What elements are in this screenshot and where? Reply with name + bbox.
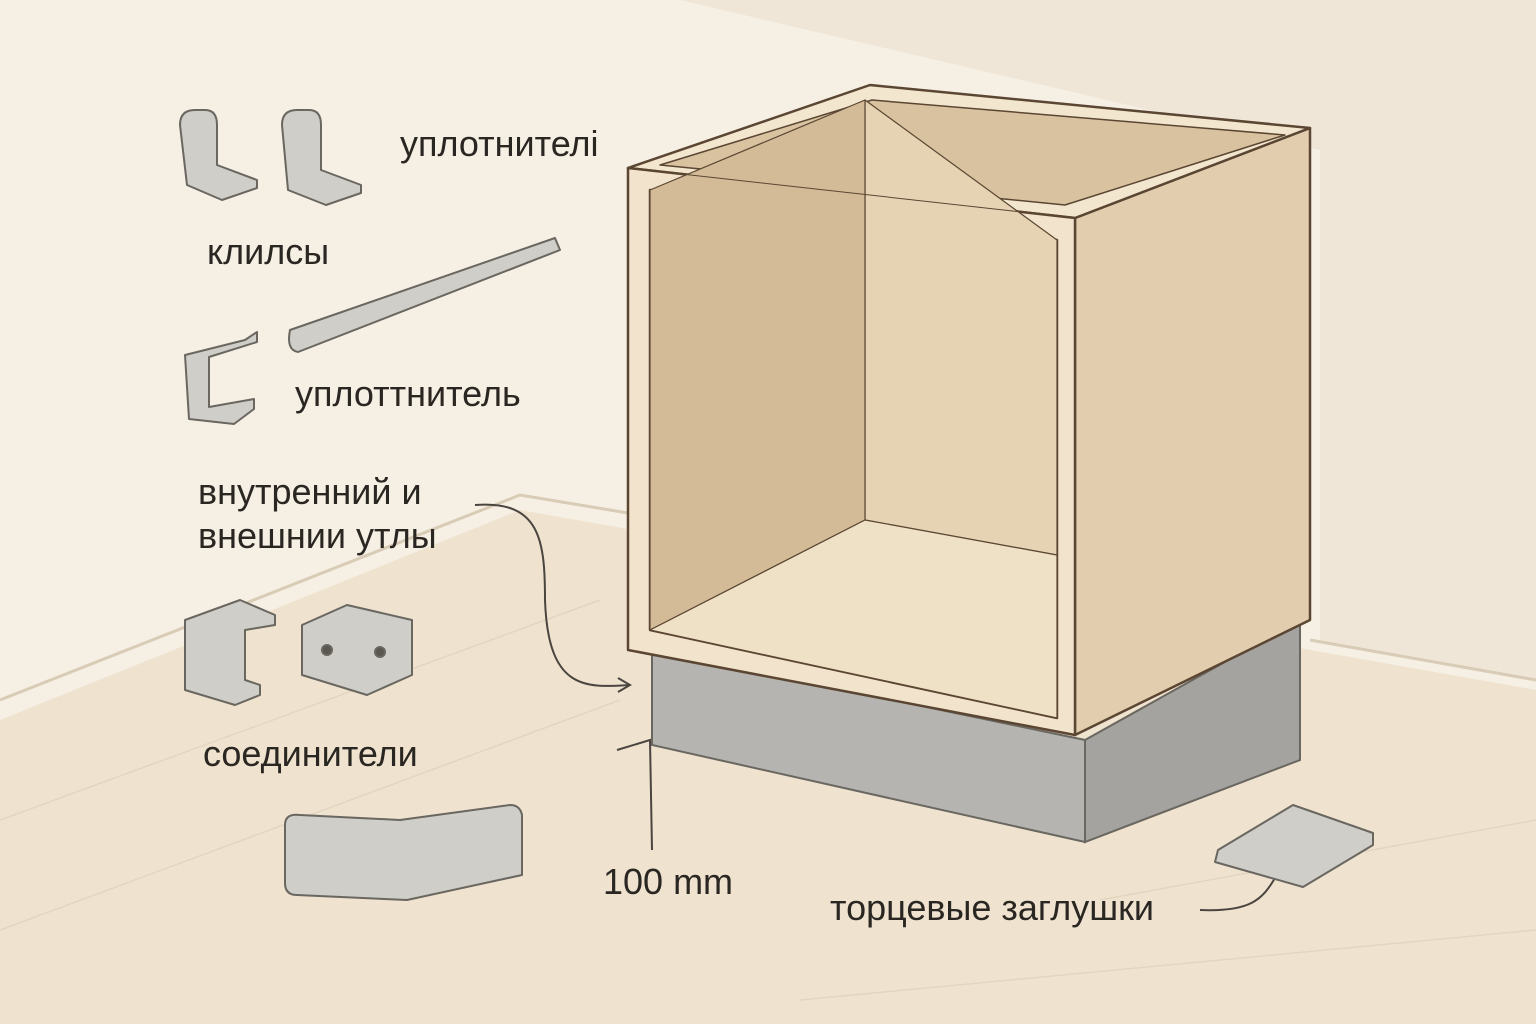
seal-profile-part	[184, 331, 258, 425]
end-cap-part	[1214, 804, 1374, 888]
clip-part-2	[281, 109, 362, 206]
baseboard-left	[0, 493, 641, 702]
clip-part-1	[179, 109, 258, 201]
arrow-head-icon	[617, 677, 632, 693]
cabinet	[626, 83, 1312, 737]
label-corners-line2: внешнии утлы	[198, 515, 437, 556]
baseboard-right	[1309, 638, 1536, 682]
corner-profile-part	[284, 804, 523, 901]
corner-pointer-line	[474, 503, 631, 687]
label-clips: клилсы	[207, 231, 330, 272]
side-wall	[680, 0, 1536, 680]
connector-part-2	[301, 604, 413, 696]
label-corners-line1: внутренний и	[198, 471, 422, 512]
label-end-caps: торцевые заглушки	[830, 887, 1154, 928]
label-connectors: соединители	[203, 733, 418, 774]
connector-part-1	[184, 599, 276, 706]
height-dimension-line	[616, 738, 653, 851]
end-cap-pointer-line	[1199, 877, 1276, 912]
label-seals-top: уплотнителі	[400, 123, 599, 164]
label-seal: уплоттнитель	[295, 373, 521, 414]
label-height: 100 mm	[603, 861, 734, 902]
seal-strip-part	[288, 237, 561, 353]
